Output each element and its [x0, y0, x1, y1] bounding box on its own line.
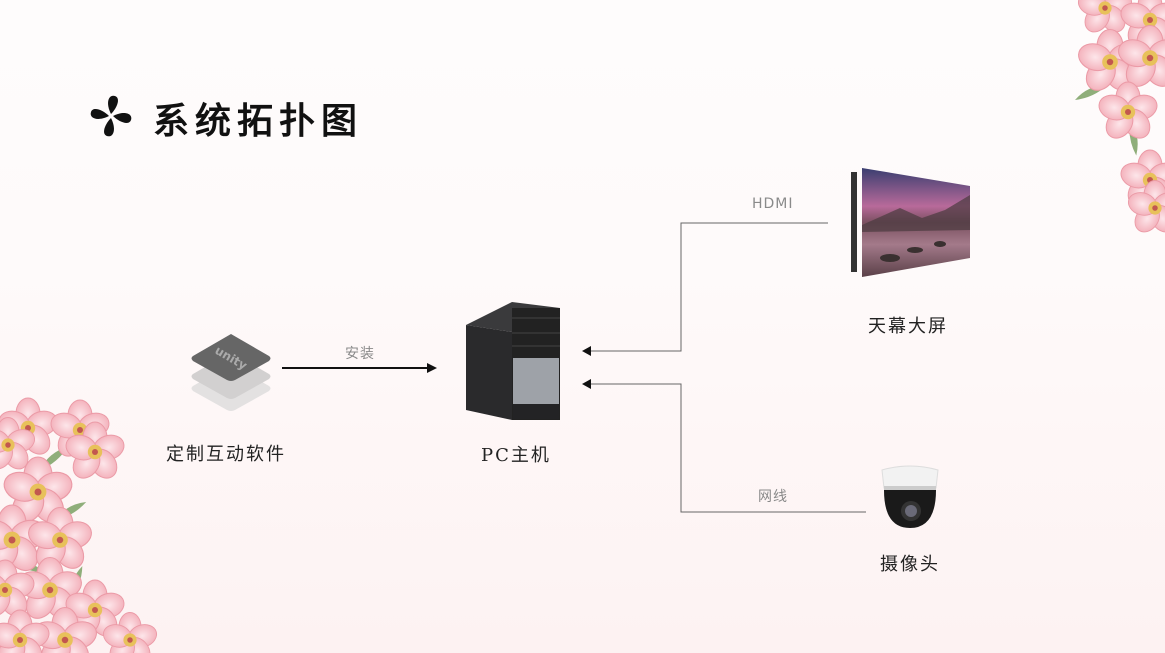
led-wall-screen-icon [851, 168, 970, 277]
blossom-cluster-bottom-left [0, 397, 161, 653]
unity-logo-icon: unity [191, 334, 271, 411]
node-label-pc: PC主机 [481, 445, 551, 466]
edge-label-hdmi: HDMI [752, 196, 794, 212]
blossom-cluster-top-right [1073, 0, 1165, 238]
edge-pc-to-camera [582, 379, 866, 513]
ptz-dome-camera-icon [881, 465, 939, 528]
pc-tower-icon [466, 302, 560, 420]
edge-label-network-cable: 网线 [758, 489, 788, 505]
edge-pc-to-screen [582, 222, 828, 356]
page-title: 系统拓扑图 [153, 100, 364, 142]
node-label-screen: 天幕大屏 [868, 316, 948, 337]
four-petal-flower-icon [90, 95, 132, 137]
node-label-camera: 摄像头 [880, 554, 940, 575]
edge-label-install: 安装 [345, 346, 375, 362]
node-label-software: 定制互动软件 [166, 444, 286, 465]
edge-software-to-pc [282, 363, 437, 373]
